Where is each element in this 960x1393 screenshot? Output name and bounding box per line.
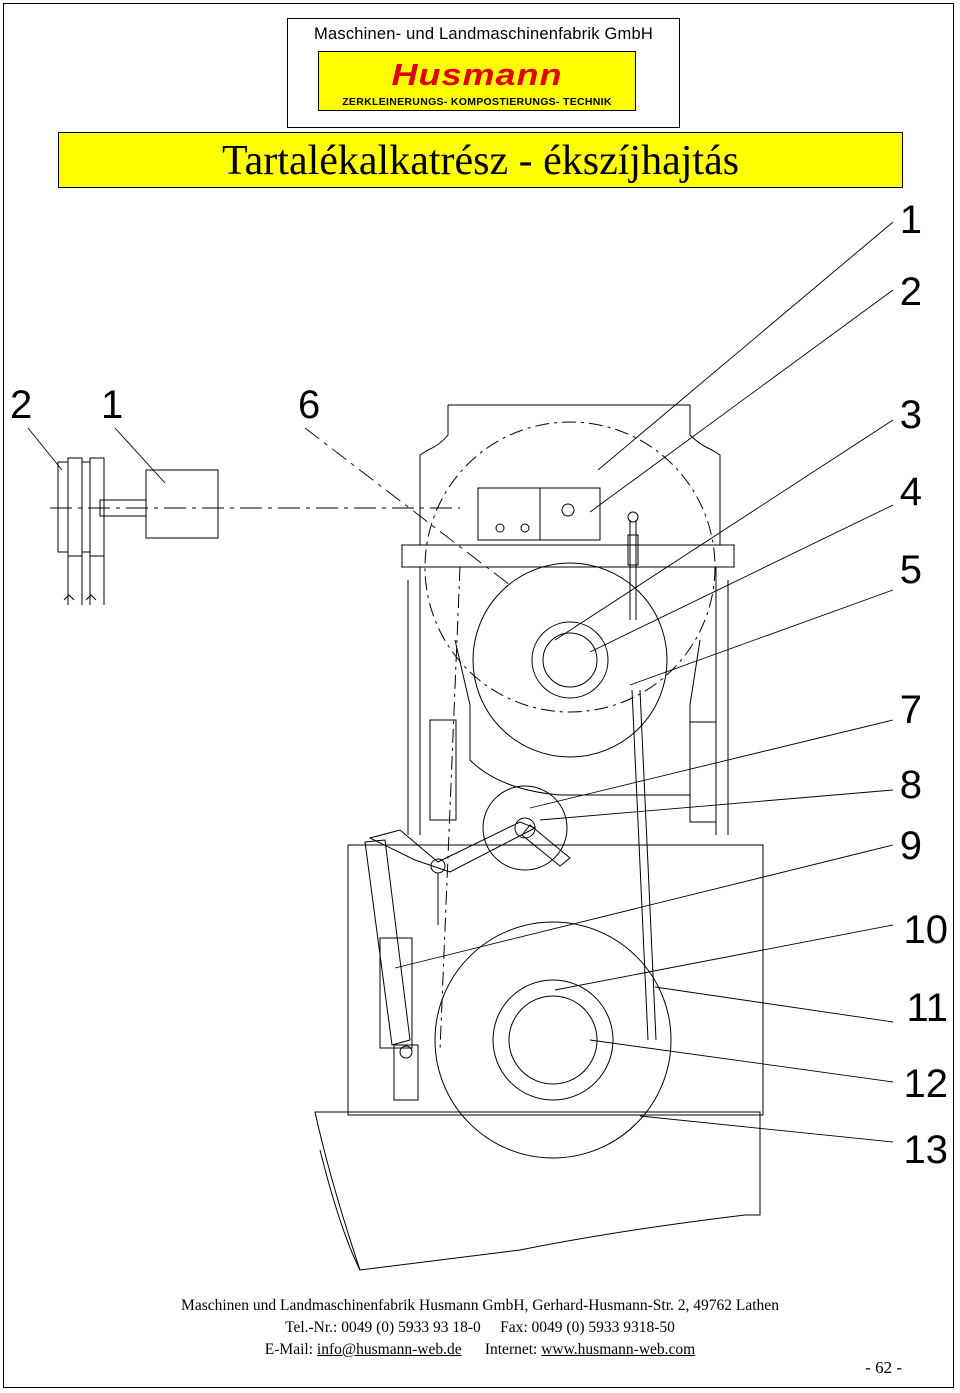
logo-banner: Husmann ZERKLEINERUNGS- KOMPOSTIERUNGS- … <box>318 51 636 111</box>
footer-address: Maschinen und Landmaschinenfabrik Husman… <box>181 1297 779 1314</box>
page-title: Tartalékalkatrész - ékszíjhajtás <box>221 138 740 184</box>
page-border <box>3 3 954 1388</box>
callout-left-2: 2 <box>10 383 33 427</box>
callout-11: 11 <box>906 986 948 1030</box>
company-logo: Maschinen- und Landmaschinenfabrik GmbH … <box>287 18 680 128</box>
callout-3: 3 <box>899 393 922 437</box>
title-banner: Tartalékalkatrész - ékszíjhajtás <box>58 132 903 188</box>
callout-13: 13 <box>903 1128 949 1172</box>
email-link[interactable]: info@husmann-web.de <box>316 1341 462 1358</box>
callout-1: 1 <box>899 198 922 242</box>
callout-4: 4 <box>899 470 922 514</box>
footer-phone-fax: Tel.-Nr.: 0049 (0) 5933 93 18-0 Fax: 004… <box>285 1319 675 1336</box>
callout-left-6: 6 <box>298 383 321 427</box>
footer-contact: E-Mail: info@husmann-web.de Internet: ww… <box>0 1341 960 1359</box>
callout-5: 5 <box>899 548 922 592</box>
page-number: - 62 - <box>865 1358 902 1377</box>
callout-left-1: 1 <box>101 383 124 427</box>
callout-7: 7 <box>899 688 922 732</box>
motor-pulley <box>50 457 460 605</box>
logo-brand: Husmann <box>391 57 563 92</box>
machine-frame-lower <box>314 844 764 1271</box>
internet-label: Internet: <box>484 1341 538 1358</box>
tension-assembly <box>364 566 657 1101</box>
callout-12: 12 <box>903 1062 949 1106</box>
callout-9: 9 <box>899 824 922 868</box>
email-label: E-Mail: <box>264 1341 314 1358</box>
callout-10: 10 <box>903 908 949 952</box>
callout-2: 2 <box>899 270 922 314</box>
logo-company-name: Maschinen- und Landmaschinenfabrik GmbH <box>314 25 653 43</box>
website-link[interactable]: www.husmann-web.com <box>541 1341 696 1358</box>
machine-frame-upper <box>401 404 735 835</box>
callout-8: 8 <box>899 763 922 807</box>
logo-tagline: ZERKLEINERUNGS- KOMPOSTIERUNGS- TECHNIK <box>342 96 612 108</box>
